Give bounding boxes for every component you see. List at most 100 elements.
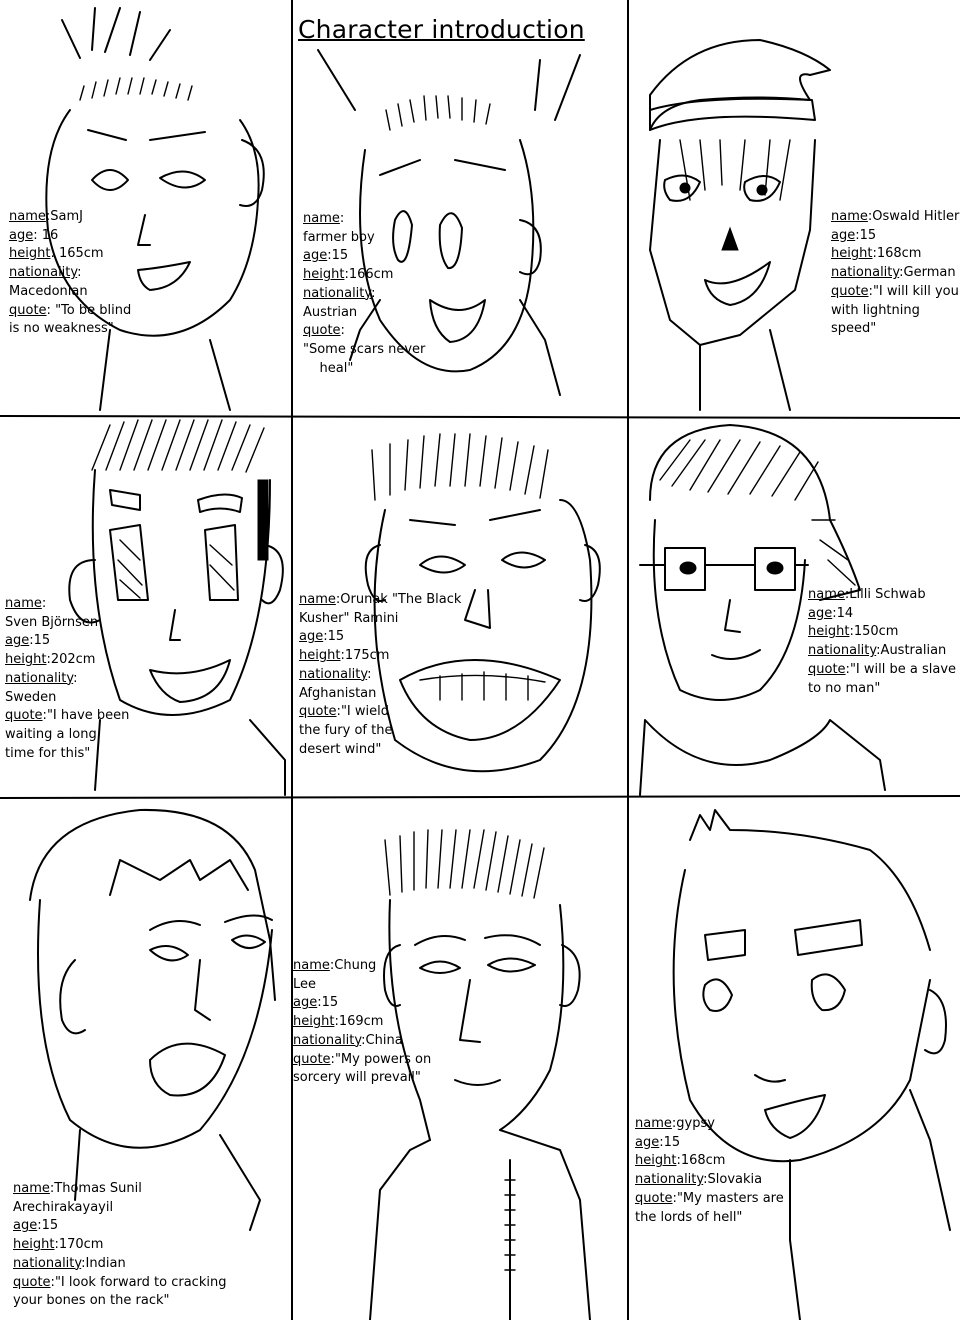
field-separator: :: [672, 1190, 677, 1206]
field-separator: :: [867, 209, 873, 224]
field-value: to no man": [808, 680, 881, 696]
field-label: age: [13, 1218, 38, 1234]
card-row: quote:"My powers on: [293, 1051, 431, 1070]
field-value: is no weakness": [9, 321, 114, 337]
card-row: the lords of hell": [635, 1209, 784, 1228]
card-row: nationality:Slovakia: [635, 1171, 784, 1190]
field-separator: :: [327, 248, 332, 264]
field-value: 165cm: [54, 246, 104, 262]
card-row: Arechirakayayil: [13, 1199, 226, 1218]
field-label: nationality: [293, 1032, 362, 1048]
field-separator: :: [50, 1274, 55, 1290]
field-label: age: [831, 227, 856, 243]
field-label: name: [299, 592, 336, 607]
card-row: age: 16: [9, 227, 131, 246]
card-row: age:15: [5, 632, 129, 651]
field-label: height: [303, 267, 345, 283]
card-row: quote:"I look forward to cracking: [13, 1274, 226, 1293]
field-separator: :: [49, 1181, 55, 1196]
card-row: quote:"I will be a slave: [808, 661, 956, 680]
card-row: age:14: [808, 605, 956, 624]
field-separator: :: [371, 285, 376, 301]
field-value: Thomas Sunil: [54, 1181, 142, 1196]
field-value: 169cm: [338, 1014, 384, 1030]
field-value: Oswald Hitler: [872, 209, 960, 224]
field-separator: :: [29, 633, 34, 649]
field-label: quote: [299, 704, 337, 720]
card-row: name:: [303, 210, 425, 229]
portrait-sven: [68, 419, 286, 796]
card-row: to no man": [808, 680, 956, 699]
field-separator: :: [329, 958, 335, 973]
field-label: nationality: [9, 265, 78, 281]
field-separator: :: [73, 670, 78, 686]
field-value: 150cm: [853, 624, 899, 640]
field-separator: :: [54, 1237, 59, 1253]
field-value: Lee: [293, 976, 317, 992]
card-row: nationality:: [9, 264, 131, 283]
field-label: name: [635, 1116, 672, 1131]
field-value: time for this": [5, 745, 91, 761]
field-label: nationality: [13, 1255, 82, 1271]
field-separator: :: [876, 643, 881, 659]
portrait-gypsy: [672, 809, 951, 1320]
card-row: time for this": [5, 745, 129, 764]
field-separator: :: [671, 1116, 677, 1131]
field-separator: :: [340, 648, 345, 664]
field-value: 15: [321, 995, 339, 1011]
field-value: 175cm: [344, 648, 390, 664]
field-label: age: [9, 227, 34, 243]
field-label: quote: [808, 661, 846, 677]
card-row: farmer boy: [303, 229, 425, 248]
field-label: nationality: [299, 666, 368, 682]
field-value: 170cm: [58, 1237, 104, 1253]
field-label: quote: [303, 323, 341, 339]
field-separator: :: [703, 1172, 708, 1188]
field-separator: :: [334, 1014, 339, 1030]
field-value: Macedonian: [9, 283, 88, 299]
card-row: age:15: [831, 227, 959, 246]
field-separator: :: [46, 652, 51, 668]
field-label: quote: [635, 1190, 673, 1206]
portrait-thomas: [29, 808, 276, 1231]
field-label: nationality: [303, 285, 372, 301]
card-row: name:Oswald Hitler: [831, 208, 959, 227]
field-separator: :: [340, 323, 345, 339]
field-label: height: [9, 246, 51, 262]
field-value: waiting a long: [5, 726, 97, 742]
field-value: Austrian: [303, 304, 358, 320]
field-value: Arechirakayayil: [13, 1199, 114, 1215]
field-separator: :: [335, 592, 341, 607]
field-value: German: [903, 265, 956, 281]
card-row: Sven Björnsen: [5, 614, 129, 633]
field-value: desert wind": [299, 741, 382, 757]
card-row: height:150cm: [808, 623, 956, 642]
field-value: Sweden: [5, 689, 57, 705]
field-value: heal": [303, 360, 354, 376]
card-row: nationality:German: [831, 264, 959, 283]
card-row: Kusher" Ramini: [299, 610, 461, 629]
field-value: 15: [331, 248, 349, 264]
card-row: Sweden: [5, 689, 129, 708]
field-separator: :: [81, 1255, 86, 1271]
card-row: heal": [303, 360, 425, 379]
card-row: height: 165cm: [9, 245, 131, 264]
field-label: height: [299, 648, 341, 664]
field-value: Lilli Schwab: [849, 587, 926, 602]
field-label: name: [303, 211, 340, 226]
field-label: name: [831, 209, 868, 224]
card-row: name:Orunak "The Black: [299, 591, 461, 610]
field-value: "I have been: [46, 708, 130, 724]
card-row: speed": [831, 320, 959, 339]
field-label: height: [5, 652, 47, 668]
field-label: nationality: [831, 265, 900, 281]
card-row: sorcery will prevail": [293, 1069, 431, 1088]
field-label: quote: [5, 708, 43, 724]
field-value: Orunak "The Black: [340, 592, 462, 607]
card-row: quote:"I have been: [5, 707, 129, 726]
field-value: Indian: [85, 1255, 126, 1271]
card-row: height:166cm: [303, 266, 425, 285]
